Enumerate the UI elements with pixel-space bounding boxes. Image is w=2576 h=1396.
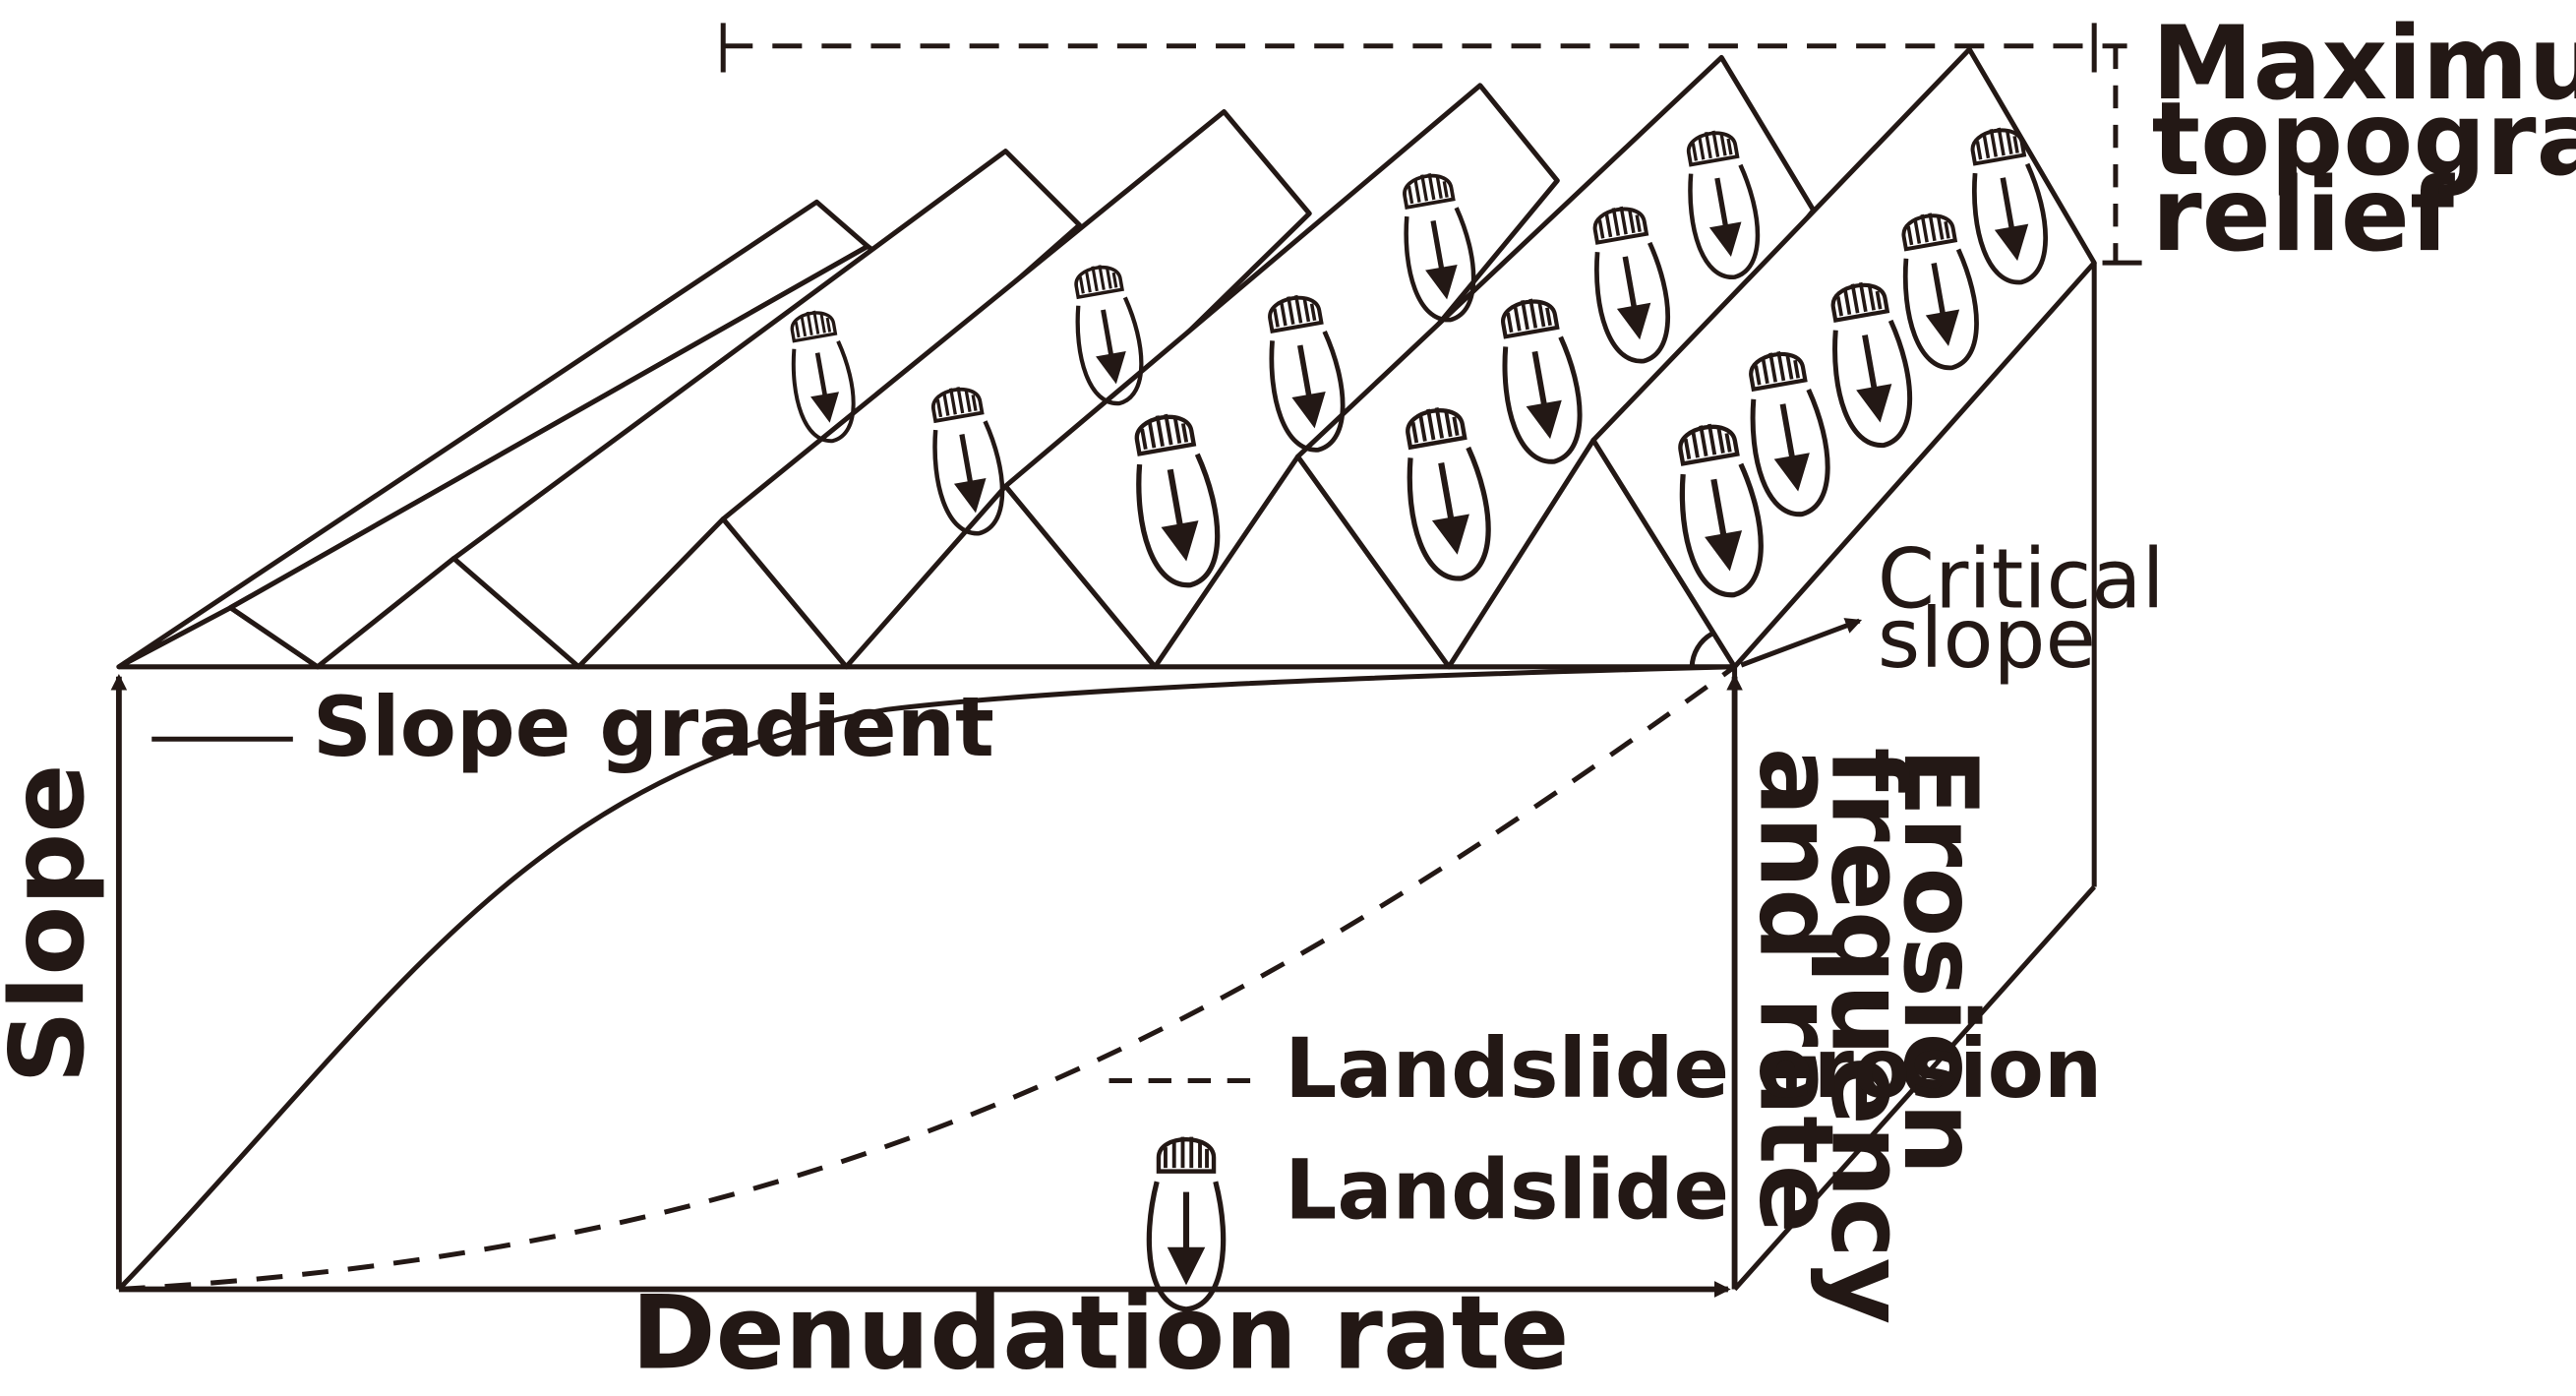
slope-axis-label: Slope: [0, 763, 107, 1083]
max-relief-line-3: relief: [2152, 156, 2455, 274]
landslide-label: Landslide: [1285, 1143, 1729, 1239]
slope-gradient-label: Slope gradient: [313, 680, 994, 775]
landslide-erosion-curve: [118, 664, 1737, 1292]
denudation-axis-label: Denudation rate: [631, 1275, 1570, 1393]
ridges: [116, 46, 2097, 670]
critical-slope-line-2: slope: [1878, 591, 2096, 687]
max-relief-line-2: topographic: [2152, 81, 2576, 199]
erosion-label: Erosion frequency and rate: [1736, 748, 1999, 1361]
critical-slope-arrow: [1740, 618, 1863, 668]
slope-gradient-curve: [117, 664, 1735, 1292]
ridge-3-face: [450, 149, 1082, 670]
critical-angle-arc: [1689, 632, 1713, 667]
ridge-4-face: [720, 109, 1312, 670]
max-relief-label: Maximum topographic relief: [2152, 5, 2576, 274]
max-relief-line-1: Maximum: [2152, 5, 2576, 123]
landslide-erosion-label: Landslide erosion: [1285, 1021, 2102, 1117]
max-relief-bracket: [720, 23, 2142, 266]
erosion-line-3: and rate: [1736, 748, 1854, 1234]
critical-slope-line-1: Critical: [1878, 532, 2165, 628]
erosion-line-2: frequency: [1809, 748, 1927, 1325]
critical-slope-label: Critical slope: [1878, 532, 2190, 687]
erosion-line-1: Erosion: [1881, 748, 1999, 1176]
